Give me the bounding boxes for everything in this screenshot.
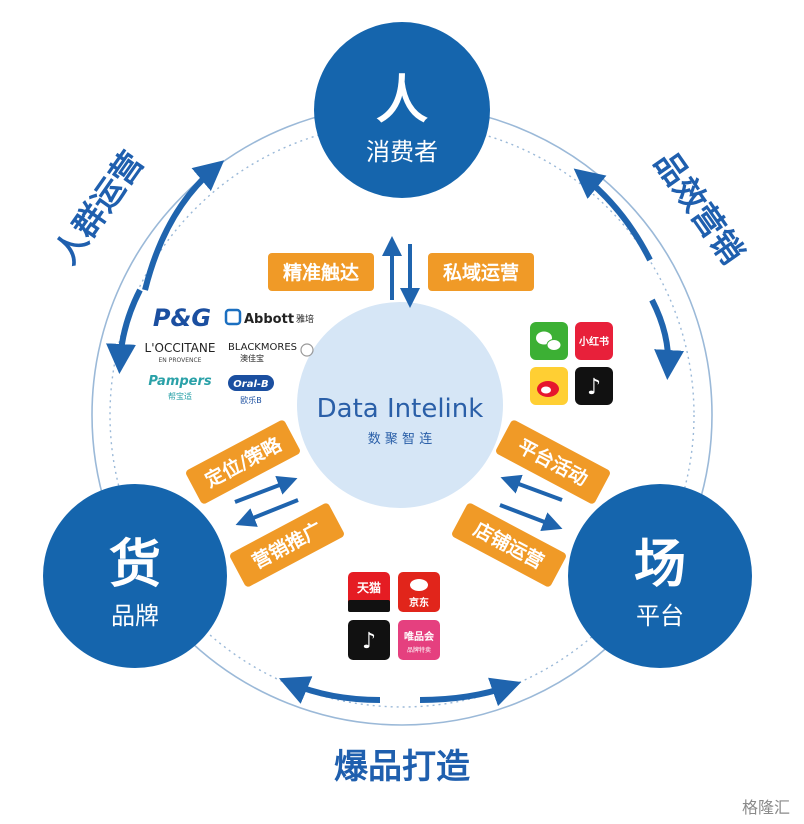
cycle-arrow-bottom-right [419, 677, 522, 707]
brand-logos: P&G Abbott 雅培 L'OCCITANE EN PROVENCE BLA… [145, 304, 314, 405]
vip-sub: 品牌特卖 [407, 646, 431, 654]
vip-label: 唯品会 [404, 630, 434, 643]
svg-text:♪: ♪ [587, 375, 601, 400]
cycle-arrow-top-right [573, 168, 653, 262]
node-consumer: 人 消费者 [314, 22, 490, 198]
arrow-right-to-center [500, 474, 563, 502]
tag-positioning-strategy: 定位/策略 [186, 420, 300, 504]
tag-store-operation: 店铺运营 [452, 503, 566, 587]
center-logo: Data Intelink [317, 394, 484, 424]
wechat-icon [530, 322, 568, 360]
xiaohongshu-icon: 小红书 [575, 322, 613, 360]
abbott-icon [224, 308, 242, 326]
jd-label: 京东 [409, 596, 429, 609]
center-subtitle: 数 聚 智 连 [368, 431, 432, 447]
watermark: 格隆汇 [741, 798, 790, 817]
cycle-label-bottom: 爆品打造 [334, 747, 470, 787]
xiaohongshu-label: 小红书 [578, 335, 609, 348]
cycle-arrow-right-down [649, 298, 685, 380]
oralb-logo: Oral-B [233, 379, 268, 390]
jd-icon: 京东 [398, 572, 440, 612]
cycle-arrow-left-down [105, 288, 143, 374]
arrow-left-to-center [234, 475, 298, 504]
cycle-arrow-bottom-left [278, 676, 381, 704]
pampers-cn: 帮宝适 [168, 391, 192, 401]
blackmores-cn: 澳佳宝 [240, 353, 264, 363]
cycle-label-left: 人群运营 [47, 144, 152, 271]
douyin-icon: ♪ [575, 367, 613, 405]
abbott-logo: Abbott [244, 312, 294, 327]
node-platform: 场 平台 [568, 484, 752, 668]
vip-icon: 唯品会 品牌特卖 [398, 620, 440, 660]
douyin-icon-2: ♪ [348, 620, 390, 660]
loccitane-sub: EN PROVENCE [159, 357, 202, 364]
svg-text:♪: ♪ [362, 629, 376, 654]
ecommerce-app-icons: 天猫 京东 ♪ 唯品会 品牌特卖 [348, 572, 440, 660]
blackmores-emblem-icon [300, 343, 314, 357]
node-brand: 货 品牌 [43, 484, 227, 668]
blackmores-logo: BLACKMORES [228, 342, 297, 353]
node-platform-small: 平台 [636, 602, 684, 630]
tag-private-operation-label: 私域运营 [443, 261, 519, 284]
cycle-arrow-top-left [142, 160, 225, 291]
pg-logo: P&G [153, 304, 211, 332]
node-brand-big: 货 [109, 535, 161, 595]
tag-platform-activity: 平台活动 [496, 420, 610, 504]
tag-precise-reach: 精准触达 [268, 253, 374, 291]
node-consumer-big: 人 [376, 71, 428, 131]
node-platform-big: 场 [634, 535, 686, 595]
node-consumer-small: 消费者 [366, 138, 438, 166]
tag-precise-reach-label: 精准触达 [283, 261, 359, 284]
weibo-icon [530, 367, 568, 405]
center-circle [297, 302, 503, 508]
arrow-center-to-right [499, 503, 563, 532]
loccitane-logo: L'OCCITANE [145, 341, 216, 355]
cycle-label-right: 品效营销 [647, 144, 752, 271]
tag-private-operation: 私域运营 [428, 253, 534, 291]
oralb-cn: 欧乐B [240, 395, 262, 405]
arrow-center-to-left [235, 498, 299, 527]
node-brand-small: 品牌 [111, 602, 159, 630]
oralb-badge [228, 375, 274, 391]
tmall-icon: 天猫 [348, 572, 390, 612]
pampers-logo: Pampers [148, 374, 212, 389]
abbott-cn: 雅培 [296, 313, 314, 325]
tmall-label: 天猫 [357, 580, 381, 595]
social-app-icons: 小红书 ♪ [530, 322, 613, 405]
tag-marketing-promotion: 营销推广 [230, 503, 344, 587]
